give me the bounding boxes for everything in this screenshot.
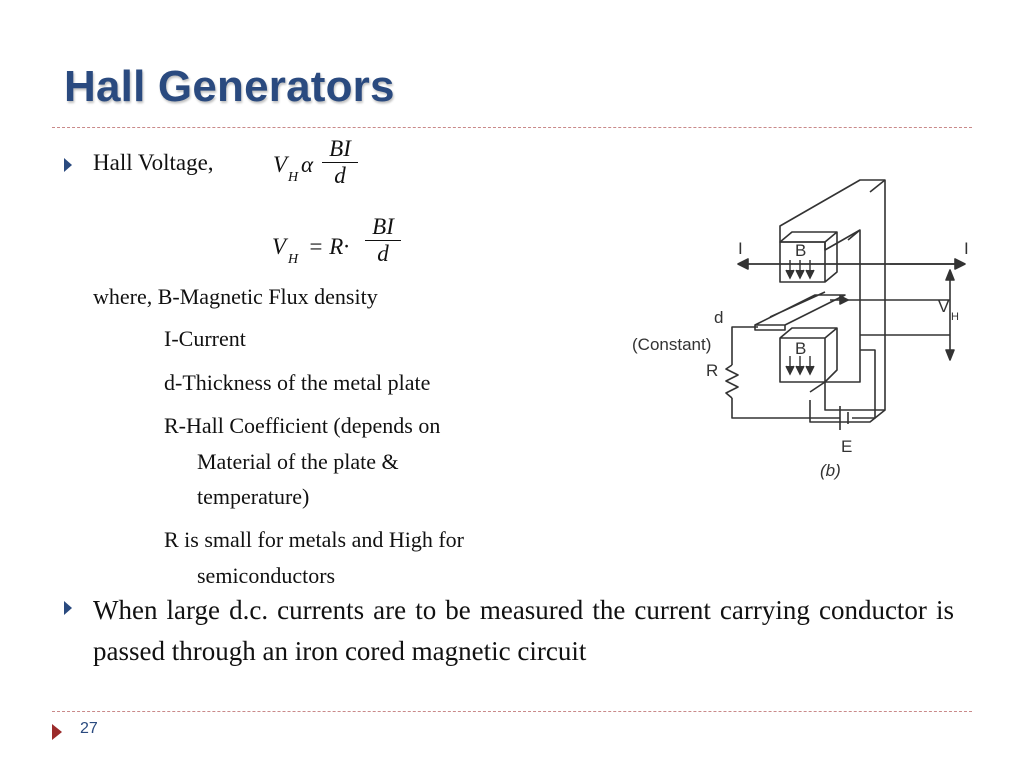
- definition-r-small-cont: semiconductors: [197, 563, 336, 588]
- equation-denominator: d: [377, 241, 389, 266]
- definition-r-small: R is small for metals and High for: [164, 527, 465, 552]
- definition-hall-coefficient-cont-2: temperature): [197, 484, 310, 509]
- equation-lhs: V: [272, 234, 287, 259]
- label-hall-voltage-sub: H: [951, 311, 959, 323]
- resistor-symbol: [725, 364, 739, 399]
- definition-hall-coefficient-cont-1: Material of the plate &: [197, 449, 399, 474]
- hall-voltage-arrow-up-icon: [945, 269, 955, 281]
- label-current-right: I: [964, 239, 969, 258]
- slide-number: 27: [80, 720, 98, 737]
- lower-pole: [779, 327, 838, 383]
- plate-current-arrow-icon: [839, 295, 849, 305]
- hall-voltage-label: Hall Voltage,: [93, 150, 214, 175]
- hall-generator-diagram: B B I I V H d (Constant) R E (b): [632, 179, 969, 480]
- label-caption: (b): [820, 461, 841, 480]
- bullet-arrow-icon: [64, 601, 72, 615]
- hall-plate: [754, 291, 846, 331]
- equation-lhs-sub: H: [288, 252, 299, 267]
- definition-thickness: d-Thickness of the metal plate: [164, 370, 431, 395]
- label-resistor: R: [706, 361, 718, 380]
- label-current-left: I: [738, 239, 743, 258]
- battery-symbol: [839, 406, 849, 430]
- upper-pole: [779, 231, 838, 283]
- current-arrow-left-icon: [737, 258, 749, 270]
- hall-voltage-lhs-sub: H: [288, 170, 299, 185]
- hall-voltage-fraction-bar: [322, 162, 358, 163]
- slide-number-marker-icon: [52, 724, 62, 740]
- flux-arrows-top-icon: [785, 260, 815, 280]
- footer-divider: [52, 711, 972, 712]
- equation-numerator: BI: [372, 214, 394, 239]
- hall-voltage-lhs: V: [273, 152, 288, 177]
- where-line: where, B-Magnetic Flux density: [93, 284, 378, 309]
- bullet-arrow-icon: [64, 158, 72, 172]
- hall-voltage-denominator: d: [334, 163, 346, 188]
- proportional-symbol: α: [301, 152, 314, 177]
- iron-core-depth: [809, 179, 886, 423]
- label-thickness: d: [714, 308, 723, 327]
- equation-fraction: BI d: [365, 214, 401, 267]
- label-flux-top: B: [795, 241, 806, 260]
- label-constant: (Constant): [632, 335, 711, 354]
- label-flux-bottom: B: [795, 339, 806, 358]
- hall-voltage-arrow-down-icon: [945, 349, 955, 361]
- flux-arrows-bottom-icon: [785, 356, 815, 376]
- definition-current: I-Current: [164, 326, 246, 351]
- label-battery: E: [841, 437, 852, 456]
- hall-voltage-leads: [830, 275, 951, 360]
- title-divider: [52, 127, 972, 128]
- equation-fraction-bar: [365, 240, 401, 241]
- hall-voltage-fraction: BI d: [322, 136, 358, 189]
- slide-title: Hall Generators: [64, 62, 395, 111]
- bias-circuit-wire: [731, 326, 876, 419]
- equation-rhs: = R·: [308, 234, 350, 259]
- label-hall-voltage: V: [938, 297, 950, 316]
- measurement-paragraph: When large d.c. currents are to be measu…: [93, 595, 954, 666]
- hall-voltage-numerator: BI: [329, 136, 351, 161]
- definition-hall-coefficient: R-Hall Coefficient (depends on: [164, 413, 441, 438]
